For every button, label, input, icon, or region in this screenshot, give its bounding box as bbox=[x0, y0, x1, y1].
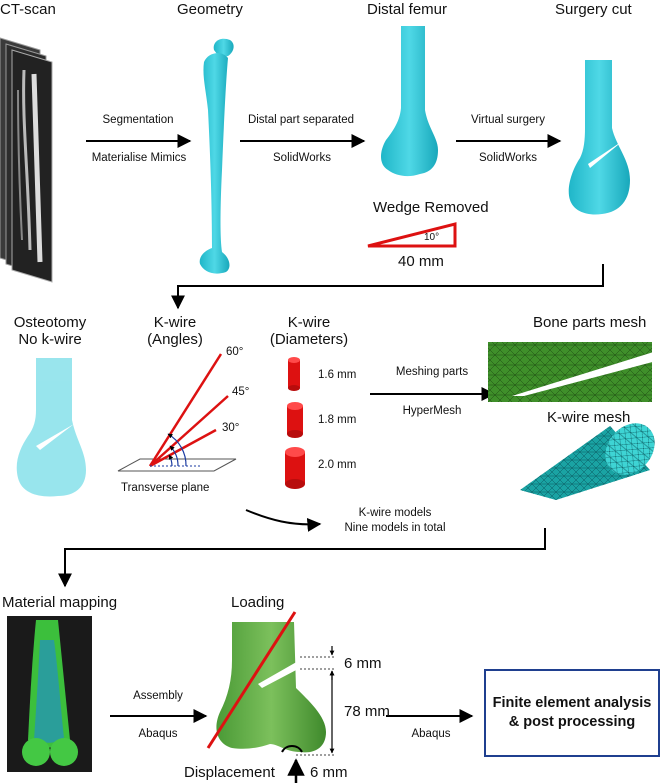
kwire-angles-title: K-wire bbox=[153, 314, 197, 331]
wedge-removed-label: Wedge Removed bbox=[373, 199, 489, 216]
angle-60-label: 60° bbox=[226, 346, 244, 358]
hypermesh-label: HyperMesh bbox=[402, 405, 462, 417]
loading-title: Loading bbox=[231, 594, 285, 611]
cylinder-2-0mm bbox=[285, 447, 305, 489]
ct-scan-image bbox=[0, 37, 53, 283]
kwire-30-line bbox=[149, 428, 217, 468]
diameter-1-8-label: 1.8 mm bbox=[318, 414, 357, 426]
geometry-title: Geometry bbox=[177, 1, 243, 18]
distal-solidworks-label: SolidWorks bbox=[273, 152, 331, 164]
assembly-label: Assembly bbox=[133, 690, 183, 702]
row1-to-row2-connector bbox=[171, 264, 604, 310]
kwire-45-line bbox=[149, 395, 229, 467]
row2-to-row3-connector bbox=[58, 528, 546, 588]
fea-abaqus-label: Abaqus bbox=[411, 728, 451, 740]
fea-result-line1: Finite element analysis bbox=[492, 695, 652, 711]
virtual-surgery-label: Virtual surgery bbox=[471, 114, 545, 126]
femur-geometry-model bbox=[199, 38, 234, 274]
kwire-diameter-cylinders bbox=[285, 357, 305, 489]
loading-kwire-line bbox=[206, 611, 297, 749]
osteotomy-femur-model bbox=[16, 358, 87, 497]
cylinder-1-6mm bbox=[288, 357, 300, 391]
segmentation-label: Segmentation bbox=[102, 114, 174, 126]
kwire-models-label: K-wire models bbox=[358, 507, 432, 519]
meshing-parts-label: Meshing parts bbox=[395, 366, 469, 378]
kwire-mesh-title: K-wire mesh bbox=[547, 409, 631, 426]
diameter-1-6-label: 1.6 mm bbox=[318, 369, 357, 381]
wedge-triangle bbox=[367, 222, 457, 248]
wedge-length-label: 40 mm bbox=[398, 253, 444, 270]
transverse-plane-label: Transverse plane bbox=[121, 482, 210, 494]
distal-femur-title: Distal femur bbox=[367, 1, 448, 18]
fea-result-line2: & post processing bbox=[508, 714, 636, 730]
surgery-cut-title: Surgery cut bbox=[555, 1, 632, 18]
displacement-label: Displacement bbox=[184, 764, 275, 781]
nine-models-label: Nine models in total bbox=[344, 522, 446, 534]
angle-45-label: 45° bbox=[232, 386, 250, 398]
no-kwire-title: No k-wire bbox=[18, 331, 82, 348]
material-mapping-title: Material mapping bbox=[2, 594, 118, 611]
bone-mesh-image bbox=[488, 342, 660, 402]
kwire-models-arrow bbox=[245, 509, 322, 532]
diameter-2-0-label: 2.0 mm bbox=[318, 459, 357, 471]
loading-femur-model bbox=[206, 611, 326, 753]
wedge-angle-label: 10° bbox=[424, 232, 440, 243]
bone-mesh-title: Bone parts mesh bbox=[533, 314, 647, 331]
cylinder-1-8mm bbox=[287, 402, 303, 438]
gap-6mm-label: 6 mm bbox=[344, 655, 382, 672]
kwire-diameters-subtitle: (Diameters) bbox=[269, 331, 349, 348]
kwire-angles-illustration bbox=[117, 353, 237, 472]
kwire-diameters-title: K-wire bbox=[287, 314, 331, 331]
kwire-angles-subtitle: (Angles) bbox=[147, 331, 203, 348]
kwire-60-line bbox=[148, 353, 223, 467]
distal-separated-label: Distal part separated bbox=[247, 114, 355, 126]
surgery-solidworks-label: SolidWorks bbox=[479, 152, 537, 164]
ct-scan-title: CT-scan bbox=[0, 1, 56, 18]
distal-femur-model bbox=[381, 26, 438, 177]
angle-30-label: 30° bbox=[222, 422, 240, 434]
kwire-mesh-image bbox=[520, 423, 655, 500]
height-78mm-label: 78 mm bbox=[344, 703, 390, 720]
mimics-label: Materialise Mimics bbox=[91, 152, 187, 164]
osteotomy-title: Osteotomy bbox=[13, 314, 87, 331]
material-mapping-image bbox=[7, 616, 92, 772]
surgery-cut-femur-model bbox=[568, 60, 630, 215]
displacement-value: 6 mm bbox=[310, 764, 348, 781]
fea-result-box: Finite element analysis & post processin… bbox=[484, 669, 660, 757]
loading-dimensions bbox=[287, 646, 336, 783]
assembly-abaqus-label: Abaqus bbox=[138, 728, 178, 740]
